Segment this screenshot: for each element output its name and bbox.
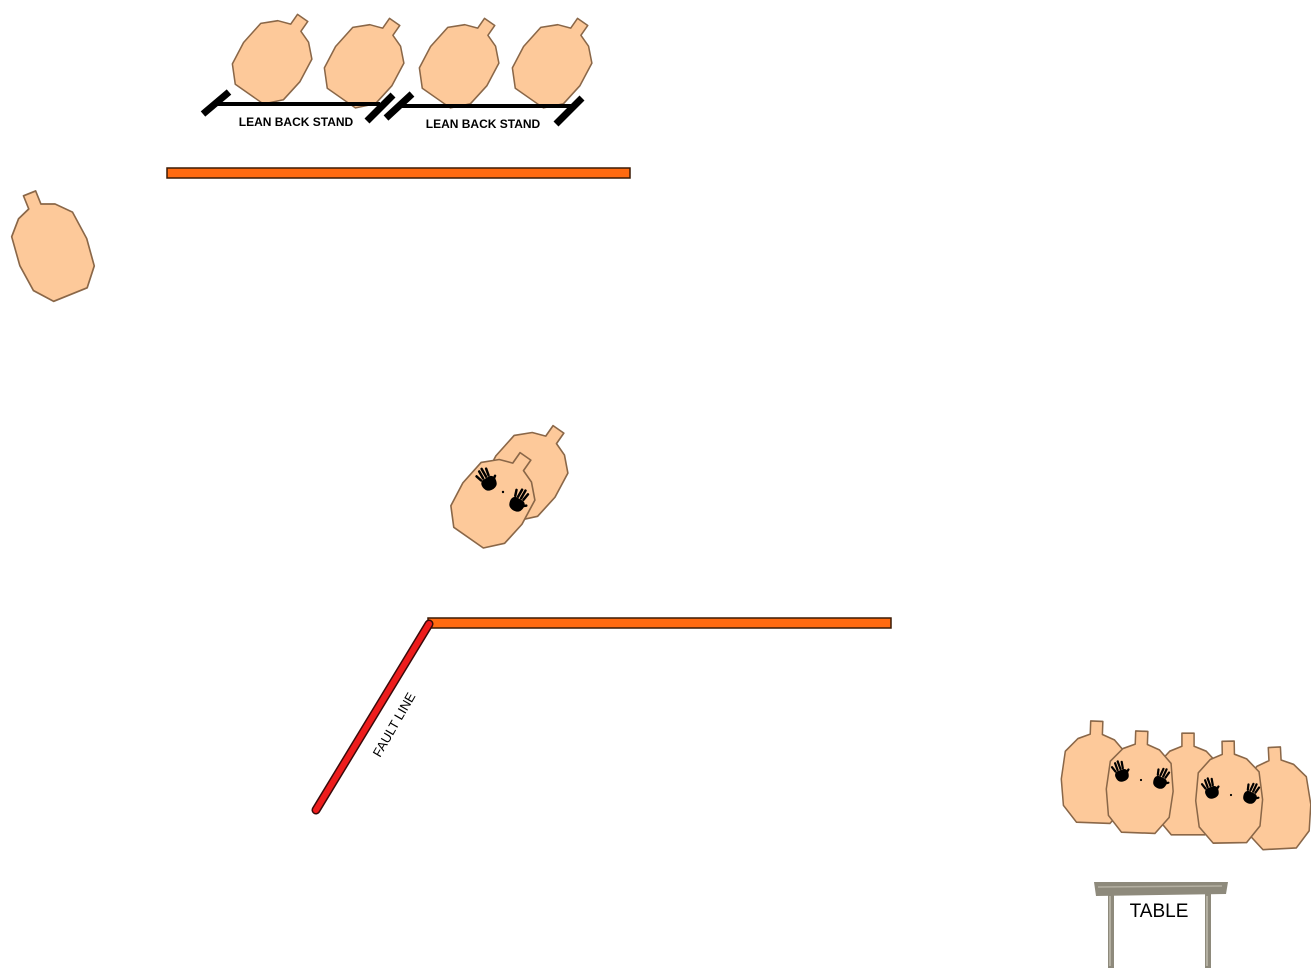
top-target-array: LEAN BACK STAND LEAN BACK STAND	[200, 0, 612, 131]
wall-top	[166, 167, 631, 179]
target-top-4	[500, 1, 612, 119]
table-top	[1094, 882, 1228, 896]
wall-bottom	[427, 617, 892, 629]
lean-back-stand-left: LEAN BACK STAND	[200, 89, 396, 129]
fault-line: FAULT LINE	[311, 619, 434, 815]
table-label: TABLE	[1130, 901, 1189, 922]
fault-line-label: FAULT LINE	[370, 690, 419, 760]
lean-back-stand-label: LEAN BACK STAND	[239, 115, 354, 129]
target-top-3	[407, 1, 519, 119]
target-top-1	[220, 0, 332, 115]
center-target-group	[438, 407, 589, 560]
target-left	[0, 179, 105, 309]
no-shoot-hands-icon	[472, 462, 535, 516]
stand-foot	[200, 89, 232, 117]
lean-back-stand-label: LEAN BACK STAND	[426, 117, 541, 131]
target-cluster-right	[1058, 719, 1311, 852]
stand-foot	[553, 95, 585, 127]
table-icon: TABLE	[1094, 882, 1228, 968]
stand-foot	[364, 92, 396, 124]
stand-foot	[383, 91, 415, 121]
lean-back-stand-right: LEAN BACK STAND	[383, 91, 585, 131]
no-shoot-hands-icon	[1109, 757, 1266, 807]
